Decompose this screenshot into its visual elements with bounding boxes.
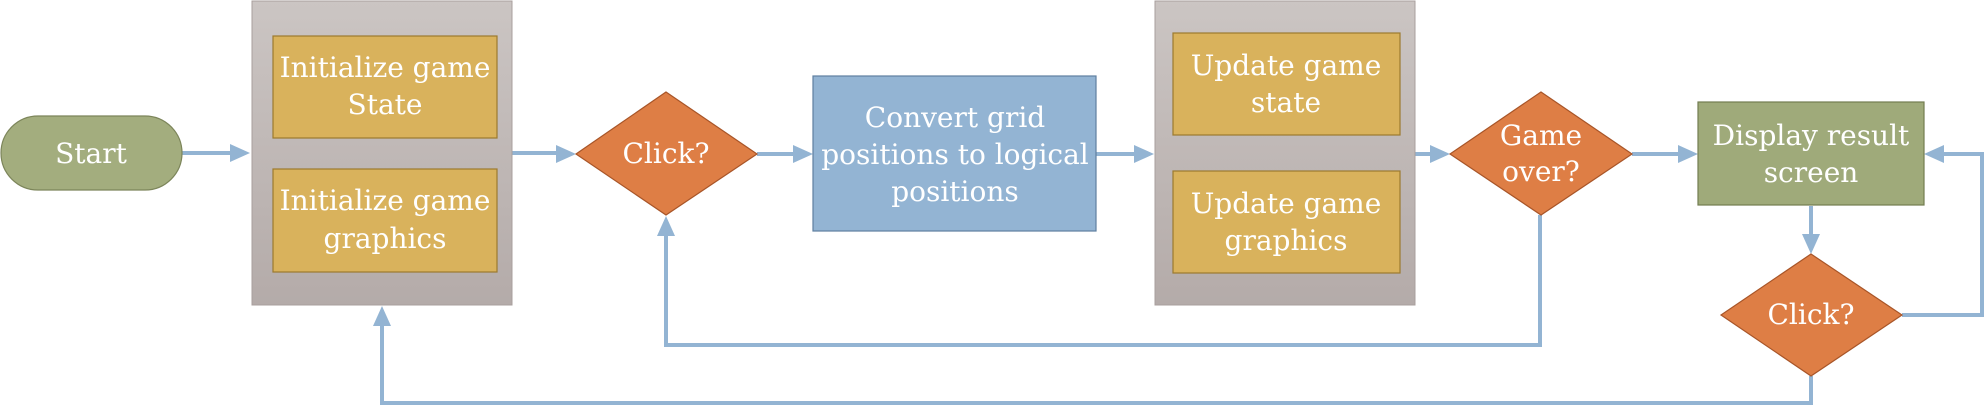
update-graphics-label: Update game [1191, 187, 1382, 220]
update-group: Update game state Update game graphics [1154, 0, 1416, 306]
click-decision-1-shape [574, 91, 759, 216]
start-shape [0, 115, 183, 191]
init-state-label-line2: State [348, 88, 423, 121]
result-box [1697, 101, 1925, 206]
update-state-label: Update game [1191, 49, 1382, 82]
arrowhead-click2-loop-to-result [1924, 145, 1944, 163]
init-graphics-box [272, 168, 498, 273]
result-label: Display result [1713, 119, 1910, 152]
result-node: Display result screen [1697, 101, 1925, 206]
edges [182, 144, 1984, 405]
game-over-decision: Game over? [1448, 91, 1634, 216]
arrowhead-click2-loop-to-init [373, 306, 391, 326]
init-group: Initialize game State Initialize game gr… [251, 0, 513, 306]
update-state-box [1172, 32, 1401, 136]
arrowhead-convert-to-update [1134, 145, 1154, 163]
game-over-decision-shape [1448, 91, 1634, 216]
init-state-label: Initialize game [280, 51, 491, 84]
start-label: Start [55, 137, 128, 170]
click-decision-1-label: Click? [623, 137, 710, 170]
convert-box [812, 75, 1097, 232]
arrowhead-gameover-to-result [1678, 145, 1698, 163]
click-decision-2-shape [1719, 253, 1904, 377]
arrowhead-result-to-click2 [1802, 234, 1820, 254]
click-decision-2: Click? [1719, 253, 1904, 377]
arrowhead-start-to-init [230, 144, 250, 162]
convert-label-line3: positions [891, 175, 1019, 208]
result-label-line2: screen [1764, 156, 1859, 189]
init-graphics-label: Initialize game [280, 184, 491, 217]
click-decision-2-label: Click? [1768, 298, 1855, 331]
game-over-label: Game [1500, 119, 1582, 152]
start-node: Start [0, 115, 183, 191]
edge-gameover-loop-to-click [664, 215, 1542, 347]
click-decision-1: Click? [574, 91, 759, 216]
update-graphics-box [1172, 170, 1401, 274]
convert-node: Convert grid positions to logical positi… [812, 75, 1097, 232]
arrowhead-init-to-click [556, 145, 576, 163]
update-graphics-label-line2: graphics [1225, 224, 1348, 257]
arrowhead-update-to-gameover [1430, 145, 1450, 163]
arrowhead-gameover-loop-to-click [657, 216, 675, 236]
edge-click2-loop-to-result [1902, 152, 1984, 317]
edge-click2-loop-to-init [380, 324, 1813, 405]
convert-label-line2: positions to logical [821, 138, 1089, 171]
convert-label: Convert grid [865, 101, 1046, 134]
update-state-label-line2: state [1251, 86, 1321, 119]
init-state-box [272, 35, 498, 139]
game-over-label-line2: over? [1502, 155, 1580, 188]
init-graphics-label-line2: graphics [324, 222, 447, 255]
arrowhead-click-to-convert [793, 145, 813, 163]
